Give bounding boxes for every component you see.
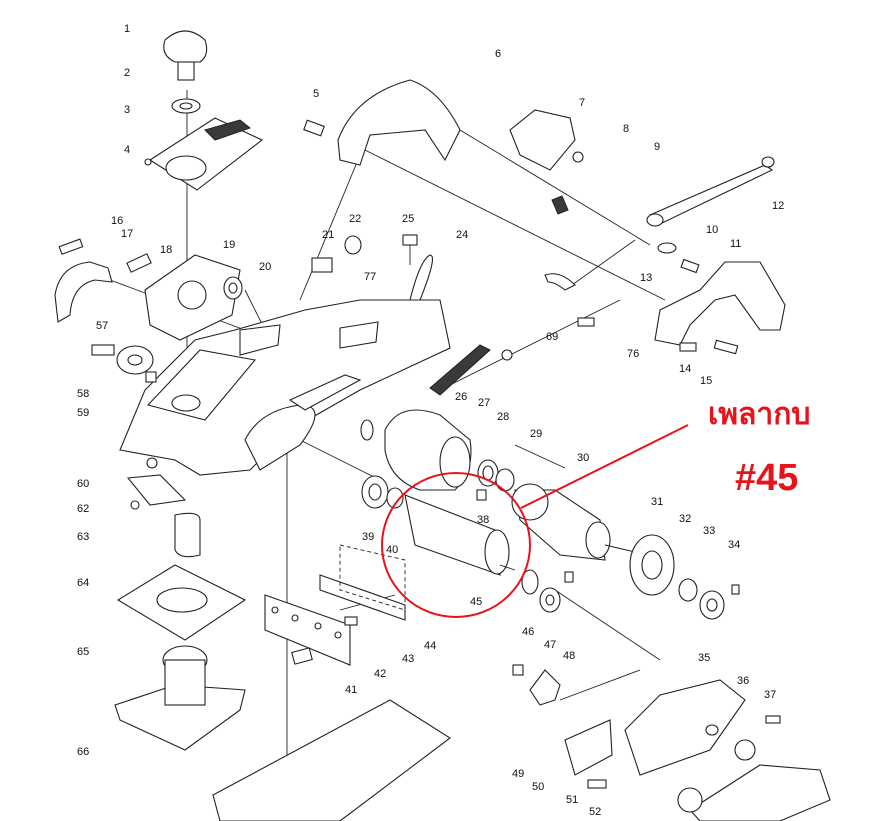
armature-part bbox=[477, 444, 740, 620]
label-58: 58 bbox=[77, 388, 89, 400]
annotation-thai-label: เพลากบ bbox=[708, 397, 810, 432]
label-12: 12 bbox=[772, 200, 784, 212]
label-13: 13 bbox=[640, 272, 652, 284]
label-64: 64 bbox=[77, 577, 89, 589]
label-7: 7 bbox=[579, 97, 585, 109]
label-20: 20 bbox=[259, 261, 271, 273]
cutter-shaft-part bbox=[361, 475, 574, 613]
part-number-labels: 1 2 3 4 5 6 7 8 9 10 11 12 13 14 15 16 1… bbox=[77, 23, 784, 818]
label-35: 35 bbox=[698, 652, 710, 664]
label-29: 29 bbox=[530, 428, 542, 440]
label-63: 63 bbox=[77, 531, 89, 543]
label-1: 1 bbox=[124, 23, 130, 35]
label-30: 30 bbox=[577, 452, 589, 464]
label-17: 17 bbox=[121, 228, 133, 240]
label-34: 34 bbox=[728, 539, 740, 551]
label-9: 9 bbox=[654, 141, 660, 153]
label-4: 4 bbox=[124, 144, 130, 156]
label-44: 44 bbox=[424, 640, 436, 652]
label-24: 24 bbox=[456, 229, 468, 241]
label-22: 22 bbox=[349, 213, 361, 225]
front-base-parts bbox=[91, 344, 247, 751]
knob-part bbox=[144, 30, 264, 191]
label-50: 50 bbox=[532, 781, 544, 793]
label-32: 32 bbox=[679, 513, 691, 525]
label-5: 5 bbox=[313, 88, 319, 100]
label-3: 3 bbox=[124, 104, 130, 116]
main-housing bbox=[119, 299, 451, 476]
label-52: 52 bbox=[589, 806, 601, 818]
label-33: 33 bbox=[703, 525, 715, 537]
label-2: 2 bbox=[124, 67, 130, 79]
label-10: 10 bbox=[706, 224, 718, 236]
label-27: 27 bbox=[478, 397, 490, 409]
label-39: 39 bbox=[362, 531, 374, 543]
label-40: 40 bbox=[386, 544, 398, 556]
label-48: 48 bbox=[563, 650, 575, 662]
lever-part bbox=[54, 238, 113, 323]
label-26: 26 bbox=[455, 391, 467, 403]
label-16: 16 bbox=[111, 215, 123, 227]
pointer-line bbox=[520, 424, 689, 509]
label-65: 65 bbox=[77, 646, 89, 658]
label-46: 46 bbox=[522, 626, 534, 638]
base-plate-part bbox=[212, 699, 451, 821]
label-41: 41 bbox=[345, 684, 357, 696]
label-43: 43 bbox=[402, 653, 414, 665]
label-51: 51 bbox=[566, 794, 578, 806]
label-25: 25 bbox=[402, 213, 414, 225]
label-45: 45 bbox=[470, 596, 482, 608]
label-37: 37 bbox=[764, 689, 776, 701]
label-28: 28 bbox=[497, 411, 509, 423]
label-19: 19 bbox=[223, 239, 235, 251]
highlight-annotation: เพลากบ #45 bbox=[381, 397, 810, 618]
blade-parts bbox=[264, 544, 406, 666]
label-31: 31 bbox=[651, 496, 663, 508]
label-36: 36 bbox=[737, 675, 749, 687]
label-15: 15 bbox=[700, 375, 712, 387]
label-62: 62 bbox=[77, 503, 89, 515]
label-11: 11 bbox=[730, 238, 741, 250]
label-6: 6 bbox=[495, 48, 501, 60]
handle-part bbox=[303, 79, 584, 215]
label-49: 49 bbox=[512, 768, 524, 780]
label-77: 77 bbox=[364, 271, 376, 283]
label-18: 18 bbox=[160, 244, 172, 256]
label-66: 66 bbox=[77, 746, 89, 758]
rear-handle-part bbox=[544, 156, 786, 355]
label-8: 8 bbox=[623, 123, 629, 135]
label-57: 57 bbox=[96, 320, 108, 332]
label-14: 14 bbox=[679, 363, 691, 375]
label-76: 76 bbox=[627, 348, 639, 360]
label-42: 42 bbox=[374, 668, 386, 680]
label-21: 21 bbox=[322, 229, 334, 241]
highlight-circle bbox=[381, 472, 531, 618]
label-47: 47 bbox=[544, 639, 556, 651]
label-59: 59 bbox=[77, 407, 89, 419]
label-60: 60 bbox=[77, 478, 89, 490]
stator-part bbox=[360, 344, 513, 491]
annotation-part-label: #45 bbox=[735, 457, 798, 499]
belt-cover-parts bbox=[512, 664, 831, 821]
label-69: 69 bbox=[546, 331, 558, 343]
pulley-cover-part bbox=[126, 234, 433, 341]
label-38: 38 bbox=[477, 514, 489, 526]
